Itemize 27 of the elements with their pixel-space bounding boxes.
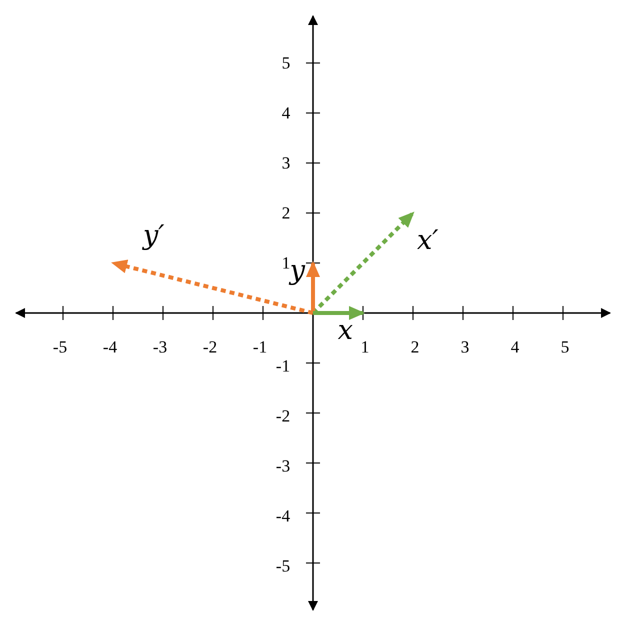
tick-label: -4 [276,508,290,524]
vector-label: y′ [113,222,164,263]
vector-label: x′ [413,213,438,254]
tick-label: 4 [510,338,520,356]
tick-label: 2 [282,204,290,222]
tick-label: -2 [276,408,290,424]
vector-arrow [306,261,320,313]
tick-label: -5 [52,338,68,356]
tick-label: 1 [360,338,370,356]
vector-arrow [313,306,365,320]
tick-label: 3 [460,338,470,356]
tick-label: -3 [276,458,290,474]
tick-label: 3 [282,154,290,172]
tick-label: 4 [282,104,290,122]
vector-label: x [338,313,363,344]
tick-label: 5 [282,54,290,72]
tick-label: -1 [276,358,290,374]
tick-label: -5 [276,558,290,574]
tick-label: -4 [102,338,118,356]
tick-label: 2 [410,338,420,356]
vector-label: y [290,257,313,284]
tick-label: -2 [202,338,218,356]
tick-label: 5 [560,338,570,356]
tick-label: 1 [282,254,290,272]
tick-label: -3 [152,338,168,356]
vector-arrow [111,260,314,315]
tick-label: -1 [252,338,268,356]
